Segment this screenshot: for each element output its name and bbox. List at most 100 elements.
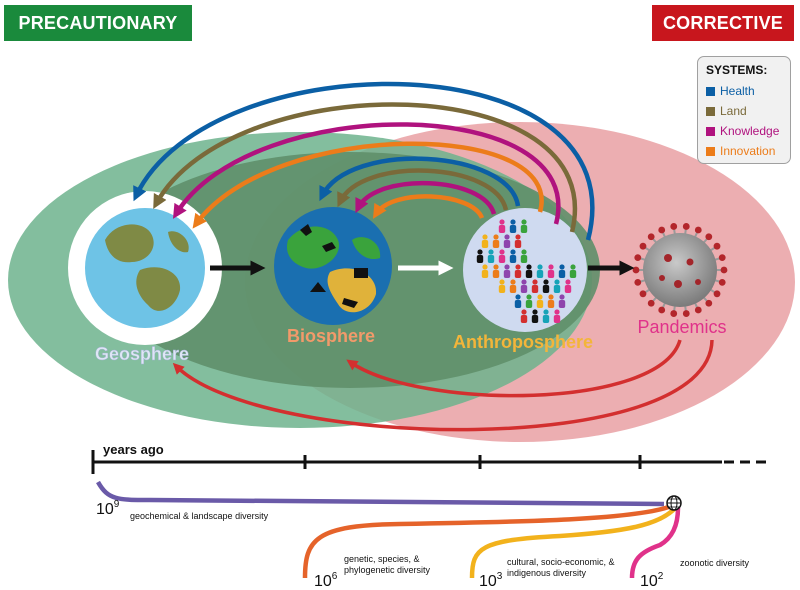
person-figure <box>542 309 550 323</box>
person-figure <box>498 219 506 233</box>
person-figure <box>498 279 506 293</box>
virus-spike-tip <box>658 226 666 234</box>
person-figure <box>531 309 539 323</box>
person-figure <box>547 264 555 278</box>
person-figure <box>503 234 511 248</box>
anthroposphere-globe <box>463 208 587 332</box>
legend-label-land: Land <box>720 104 747 118</box>
person-figure <box>476 249 484 263</box>
biosphere-label: Biosphere <box>287 326 375 346</box>
timeline-axis-label: years ago <box>103 442 164 457</box>
person-figure <box>520 279 528 293</box>
person-figure <box>520 219 528 233</box>
diversity-exp-cultural: 103 <box>479 571 503 590</box>
legend-label-innovation: Innovation <box>720 144 776 158</box>
virus-spike-tip <box>634 254 642 262</box>
legend-label-health: Health <box>720 84 755 98</box>
virus-spike-tip <box>682 310 690 317</box>
person-figure <box>558 294 566 308</box>
cultural-curve <box>469 505 678 579</box>
person-figure <box>514 264 522 278</box>
person-figure <box>498 249 506 263</box>
legend-item-knowledge: Knowledge <box>706 121 790 141</box>
pandemic-to-bio-arc <box>346 339 682 398</box>
person-figure <box>481 264 489 278</box>
legend-item-innovation: Innovation <box>706 141 790 161</box>
corrective-badge: CORRECTIVE <box>652 5 794 41</box>
virus-spike-tip <box>639 242 647 250</box>
virus-spike-tip <box>670 223 678 230</box>
virus-spike-tip <box>705 299 713 307</box>
person-figure <box>487 249 495 263</box>
geosphere-label: Geosphere <box>95 344 189 364</box>
legend-swatch-innovation <box>706 146 715 156</box>
person-figure <box>558 264 566 278</box>
person-figure <box>514 294 522 308</box>
geochemical-curve <box>96 480 665 507</box>
biosphere-globe <box>274 207 392 325</box>
person-figure <box>509 219 517 233</box>
knowledge-arc-bio <box>355 181 497 215</box>
person-figure <box>553 279 561 293</box>
zoonotic-curve <box>629 507 681 579</box>
person-figure <box>509 279 517 293</box>
health-arc-bio <box>319 156 521 207</box>
person-figure <box>553 309 561 323</box>
person-figure <box>564 279 572 293</box>
innovation-arc-geo <box>192 141 544 229</box>
person-figure <box>547 294 555 308</box>
legend-swatch-land <box>706 106 715 116</box>
virus-spike-tip <box>634 278 642 286</box>
virus-icon <box>632 223 728 317</box>
virus-spike-tip <box>647 299 655 307</box>
person-figure <box>481 234 489 248</box>
virus-spike-tip <box>639 290 647 298</box>
legend-title: SYSTEMS: <box>706 63 768 77</box>
systems-legend: SYSTEMS: Health Land Knowledge Innovatio… <box>697 56 791 164</box>
diversity-exp-geochemical: 109 <box>96 499 120 518</box>
person-figure <box>520 309 528 323</box>
person-figure <box>542 279 550 293</box>
virus-spike-tip <box>713 290 721 298</box>
virus-spike-tip <box>713 242 721 250</box>
diversity-exp-zoonotic: 102 <box>640 571 664 590</box>
genetic-curve <box>302 502 675 579</box>
diversity-label-genetic: genetic, species, &phylogenetic diversit… <box>344 554 431 575</box>
legend-swatch-knowledge <box>706 126 715 136</box>
person-figure <box>509 249 517 263</box>
virus-spike-tip <box>720 266 728 274</box>
virus-spike-tip <box>670 310 678 317</box>
diversity-exp-genetic: 106 <box>314 571 338 590</box>
virus-spike-tip <box>694 226 702 234</box>
legend-item-health: Health <box>706 81 790 101</box>
pandemic-to-geo-arc <box>172 339 714 432</box>
person-figure <box>525 264 533 278</box>
precautionary-badge: PRECAUTIONARY <box>4 5 192 41</box>
geosphere-globe <box>68 191 222 345</box>
innovation-arc-bio <box>372 194 485 220</box>
person-figure <box>492 264 500 278</box>
virus-spike-tip <box>682 223 690 230</box>
person-figure <box>520 249 528 263</box>
virus-spike-tip <box>694 306 702 314</box>
pandemics-label: Pandemics <box>637 317 726 337</box>
person-figure <box>569 264 577 278</box>
person-figure <box>536 264 544 278</box>
person-figure <box>525 294 533 308</box>
virus-spike-tip <box>632 266 640 274</box>
diversity-label-cultural: cultural, socio-economic, &indigenous di… <box>507 557 615 578</box>
land-arc-geo <box>153 102 578 233</box>
person-figure <box>492 234 500 248</box>
virus-spike-tip <box>718 278 726 286</box>
convergence-globe-icon <box>666 495 682 511</box>
virus-spike-tip <box>647 233 655 241</box>
person-figure <box>531 279 539 293</box>
person-figure <box>514 234 522 248</box>
diversity-label-zoonotic: zoonotic diversity <box>680 558 750 568</box>
person-figure <box>503 264 511 278</box>
virus-spike-tip <box>718 254 726 262</box>
person-figure <box>536 294 544 308</box>
legend-swatch-health <box>706 86 715 96</box>
